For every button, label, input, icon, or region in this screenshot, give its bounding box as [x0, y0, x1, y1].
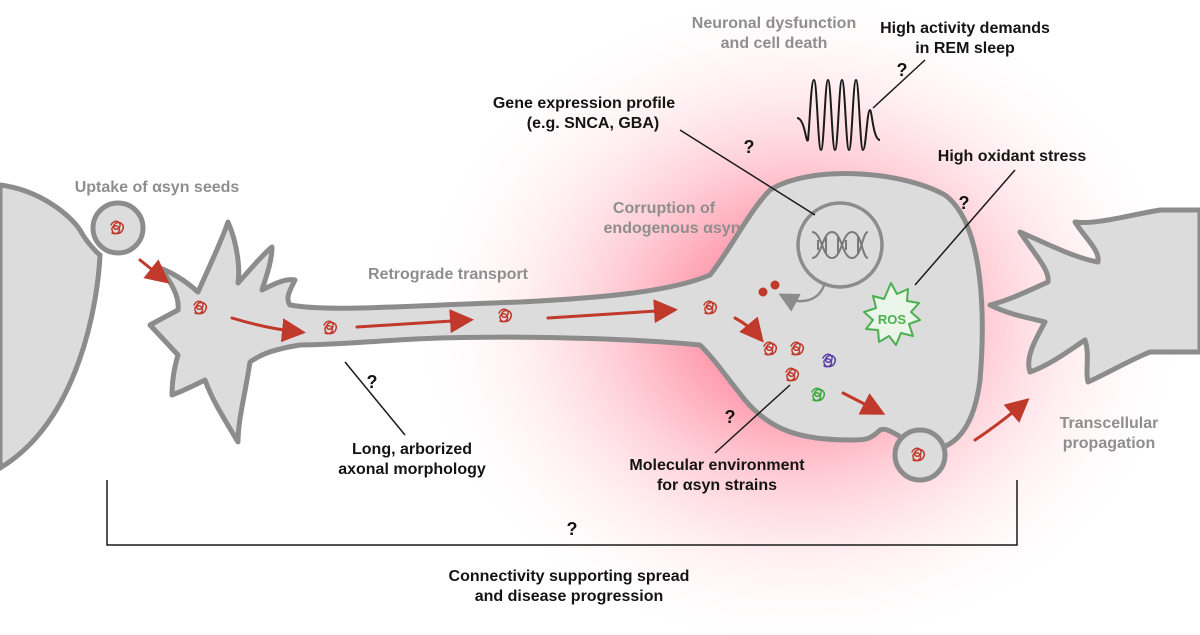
transport-arrow: [733, 316, 764, 343]
question-mark-gene-expression: ?: [743, 137, 755, 157]
transport-arrow: [841, 391, 886, 415]
transport-arrow: [138, 258, 170, 284]
transport-arrow: [973, 398, 1030, 442]
oxidant-stress-label: High oxidant stress: [937, 148, 1087, 165]
main-neuron: [147, 171, 985, 453]
axonal-morphology-line2: axonal morphology: [338, 461, 486, 478]
corruption-label-line2: endogenous αsyn: [603, 220, 741, 237]
question-mark-rem-sleep: ?: [896, 60, 908, 80]
neuronal-dysfunction-line2: and cell death: [720, 35, 828, 52]
transport-arrow: [355, 309, 474, 334]
nucleus: [796, 201, 884, 289]
transport-arrow: [546, 299, 678, 324]
right-neighbour-dendrite: [987, 207, 1200, 385]
ros-label: ROS: [878, 312, 907, 327]
high-activity-line2: in REM sleep: [915, 40, 1015, 57]
corruption-label-line1: Corruption of: [612, 200, 716, 217]
transcellular-label-line2: propagation: [1062, 435, 1156, 452]
gene-expression-line1: Gene expression profile: [492, 95, 676, 112]
protein-dot: [770, 280, 780, 290]
molecular-environment-line1: Molecular environment: [629, 457, 805, 474]
high-activity-line1: High activity demands: [880, 20, 1050, 37]
transcellular-label-line1: Transcellular: [1059, 415, 1159, 432]
leader-line-axonal: [344, 361, 406, 436]
gene-product-arrow: [778, 281, 827, 312]
uptake-label: Uptake of αsyn seeds: [74, 179, 240, 196]
question-mark-connectivity: ?: [566, 519, 578, 539]
neuronal-dysfunction-line1: Neuronal dysfunction: [691, 15, 857, 32]
axonal-morphology-line1: Long, arborized: [352, 441, 472, 458]
connectivity-line2: and disease progression: [474, 588, 664, 605]
ros-burst-icon: [863, 282, 921, 346]
connectivity-bracket: [106, 480, 1018, 546]
protein-dot: [758, 287, 768, 297]
question-mark-axonal: ?: [366, 372, 378, 392]
leader-line-gene-expression: [679, 129, 816, 216]
gene-expression-line2: (e.g. SNCA, GBA): [526, 115, 660, 132]
molecular-environment-line2: for αsyn strains: [656, 477, 778, 494]
eeg-wave-icon: [796, 79, 881, 151]
retrograde-transport-label: Retrograde transport: [367, 266, 529, 283]
connectivity-line1: Connectivity supporting spread: [448, 568, 690, 585]
uptake-vesicle: [90, 200, 146, 256]
transport-arrow: [230, 316, 306, 343]
left-neighbour-cell: [0, 182, 103, 471]
question-mark-molecular: ?: [724, 407, 736, 427]
leader-line-molecular: [714, 384, 791, 454]
dna-helix-icon: [811, 230, 869, 260]
question-mark-oxidant: ?: [958, 193, 970, 213]
leader-line-oxidant: [914, 169, 1016, 286]
leader-line-rem-sleep: [872, 59, 926, 109]
